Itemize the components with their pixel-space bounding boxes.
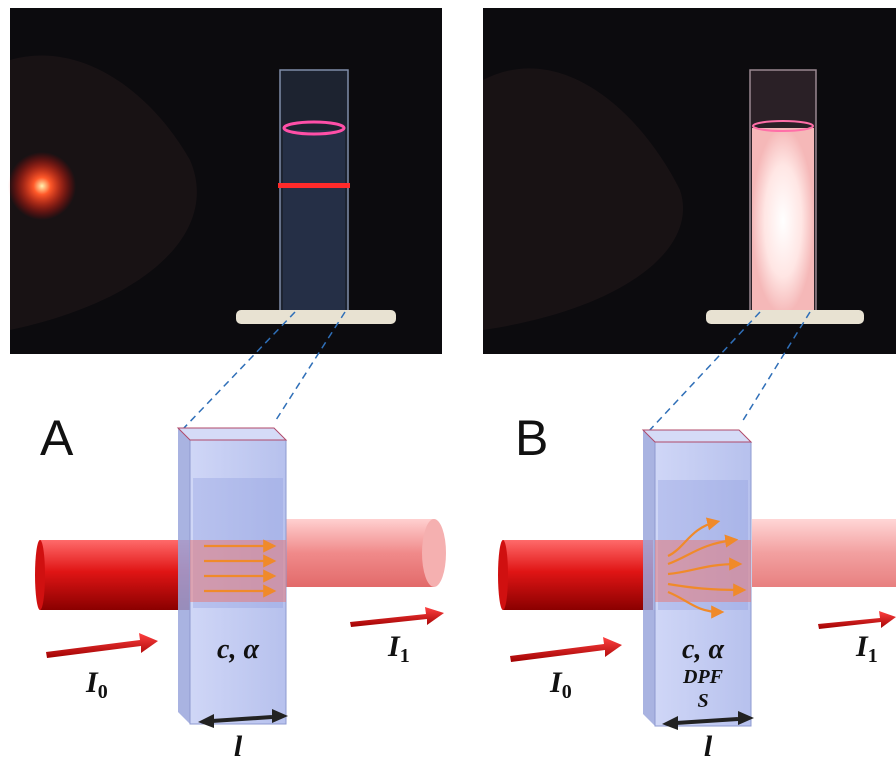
transmitted-arrow-b — [818, 611, 896, 629]
incident-arrow-a — [46, 633, 158, 658]
transmitted-intensity-label-b: I1 — [855, 630, 878, 667]
photon-path-b-5 — [667, 590, 725, 619]
transmitted-beam-b — [752, 519, 896, 587]
cuvette-a-top — [176, 427, 288, 441]
guide-line-b-right — [741, 311, 811, 423]
photo-b — [483, 8, 896, 354]
photon-path-b-3 — [667, 557, 743, 576]
incident-beam-b — [503, 540, 653, 610]
path-length-label-a: l — [234, 730, 243, 760]
incident-intensity-label-a: I0 — [85, 666, 108, 703]
photo-b-scattering-glow — [752, 128, 814, 314]
transmitted-intensity-label-a: I1 — [387, 630, 410, 667]
photo-b-meniscus — [752, 120, 814, 132]
incident-intensity-label-b: I0 — [549, 666, 572, 703]
cuvette-a-side — [178, 428, 190, 724]
panel-label-b: B — [515, 410, 548, 466]
photo-b-stand — [706, 310, 864, 324]
photo-a-liquid — [283, 130, 345, 312]
parameters-label-a: c, α — [217, 634, 259, 665]
photo-a-cloth — [10, 55, 197, 330]
incident-beam-b-end — [498, 540, 508, 610]
path-length-label-b: l — [704, 730, 713, 760]
incident-beam-a — [40, 540, 190, 610]
guide-line-b-left — [647, 311, 761, 433]
parameters-label-b: c, α — [682, 634, 724, 665]
scattering-label-b: S — [697, 690, 708, 712]
beam-in-cuvette-a — [190, 540, 286, 602]
guide-lines — [181, 311, 811, 433]
photon-path-b-2 — [667, 534, 739, 566]
laser-spot — [8, 152, 76, 220]
cuvette-b-side — [643, 430, 655, 726]
photo-b-cloth — [483, 68, 684, 331]
photon-path-b-1 — [667, 517, 721, 557]
diagram-a: A I0 I1 c, α — [35, 410, 446, 760]
photo-a — [8, 8, 442, 354]
path-length-arrow-b — [662, 711, 754, 730]
transmitted-beam-a — [286, 519, 434, 587]
transmitted-beam-a-end — [422, 519, 446, 587]
photon-paths-b — [667, 517, 747, 619]
transmitted-arrow-a — [350, 607, 444, 627]
path-length-arrow-a — [198, 709, 288, 728]
guide-line-a-right — [275, 311, 346, 421]
panel-label-a: A — [40, 410, 74, 466]
photo-a-laser-line — [278, 183, 350, 188]
photon-path-b-4 — [667, 582, 747, 597]
photo-a-stand — [236, 310, 396, 324]
photon-paths-a — [204, 539, 277, 598]
incident-beam-a-end — [35, 540, 45, 610]
photo-a-meniscus — [282, 120, 346, 136]
diagram-b: B I0 I1 c, α DPF S — [498, 410, 896, 760]
cuvette-b-top — [641, 429, 753, 443]
guide-line-a-left — [181, 311, 296, 431]
incident-arrow-b — [510, 637, 622, 662]
dpf-label-b: DPF — [682, 666, 724, 688]
